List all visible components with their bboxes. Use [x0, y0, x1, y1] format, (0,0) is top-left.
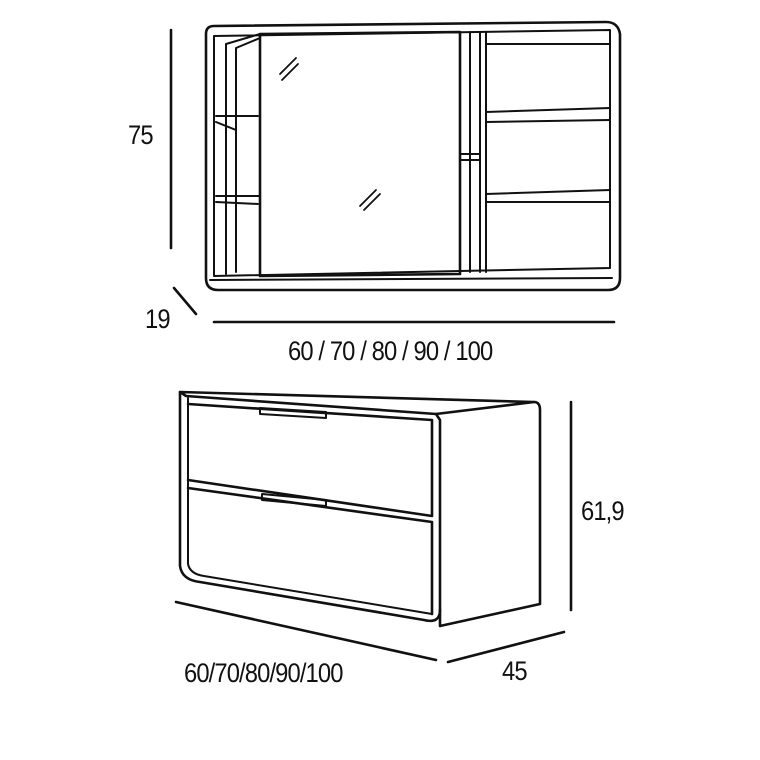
mirror-glass-panel [258, 30, 462, 278]
mirror-left-shelf-2 [215, 195, 261, 205]
base-depth-label: 45 [502, 656, 528, 686]
base-unit [174, 390, 573, 664]
mirror-cabinet [169, 20, 622, 324]
mirror-left-shelf-1 [215, 115, 259, 131]
mirror-width-label: 60 / 70 / 80 / 90 / 100 [288, 336, 493, 366]
base-unit-side-panel [434, 400, 542, 628]
mirror-cabinet-inner-frame [213, 29, 611, 277]
base-width-dimension-line [174, 600, 438, 662]
mirror-right-compartment [485, 31, 611, 273]
mirror-right-shelf-1 [485, 107, 611, 123]
mirror-depth-dimension-line [172, 286, 198, 316]
mirror-cabinet-bottom-edge [209, 277, 613, 281]
mirror-right-shelf-2 [485, 189, 611, 203]
mirror-reflection-mark-2 [359, 189, 381, 211]
base-depth-dimension-line [446, 630, 566, 664]
base-height-label: 61,9 [581, 496, 625, 526]
upper-drawer-handle [259, 407, 327, 419]
lower-drawer-front [186, 486, 434, 616]
mirror-left-compartment [225, 33, 261, 275]
base-unit-front-frame [178, 390, 442, 623]
mirror-height-label: 75 [128, 120, 154, 150]
base-width-label: 60/70/80/90/100 [184, 658, 343, 688]
mirror-middle-divider [459, 31, 481, 273]
base-unit-top [178, 390, 536, 416]
mirror-cabinet-outer-frame [204, 20, 622, 292]
mirror-depth-label: 19 [145, 304, 171, 334]
base-unit-front-inner [187, 397, 433, 615]
lower-drawer-handle [261, 493, 327, 507]
mirror-reflection-mark-1 [279, 57, 299, 81]
